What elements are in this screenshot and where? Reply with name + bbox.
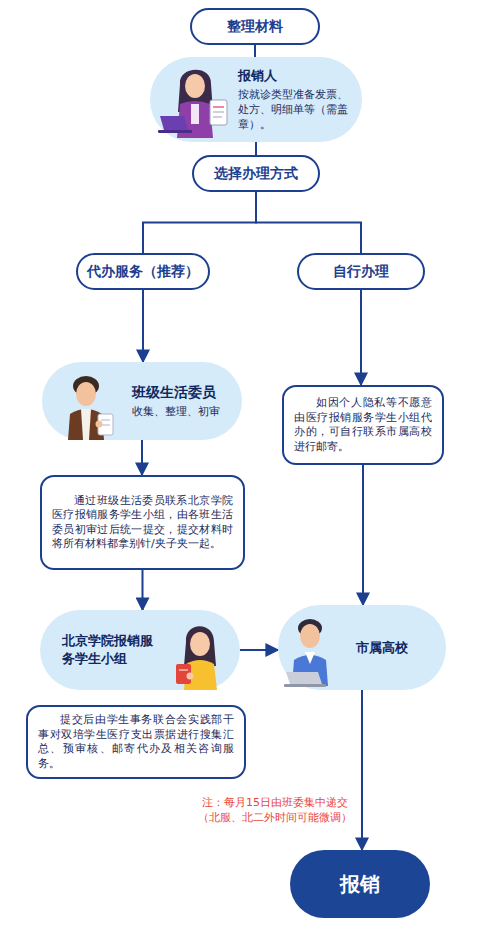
node-text: 代办服务（推荐） (87, 263, 199, 281)
node-text: 自行办理 (333, 263, 389, 281)
flow-connector (142, 290, 144, 362)
node-body: 收集、整理、初审 (132, 404, 232, 419)
node-body: 按就诊类型准备发票、处方、明细单等（需盖章）。 (238, 87, 350, 132)
node-heading: 班级生活委员 (132, 383, 232, 401)
flow-connector (142, 570, 144, 610)
note-box: 通过班级生活委员联系北京学院医疗报销服务学生小组，由各班生活委员初审过后统一提交… (40, 475, 245, 570)
flow-connector (143, 192, 256, 253)
role-box: 北京学院报销服务学生小组 (40, 610, 240, 690)
note-label: （北服、北二外时间可能微调） (180, 810, 370, 825)
role-box: 班级生活委员收集、整理、初审 (42, 362, 242, 440)
choice-pill: 选择办理方式 (192, 155, 320, 192)
flow-connector (240, 649, 278, 651)
option-pill: 自行办理 (297, 253, 425, 290)
end-pill: 报销 (290, 850, 430, 918)
note-label: 注：每月15日由班委集中递交 (180, 795, 370, 810)
node-text: 选择办理方式 (214, 165, 298, 183)
flow-connector (362, 465, 364, 605)
flow-connector (141, 440, 143, 475)
node-text: 报销 (340, 871, 380, 898)
node-text: 北京学院报销服务学生小组 (62, 632, 154, 668)
node-text: 提交后由学生事务联合会实践部干事对双培学生医疗支出票据进行搜集汇总、预审核、邮寄… (38, 713, 234, 771)
node-heading: 报销人 (238, 67, 350, 84)
flow-connector (256, 192, 361, 253)
note-box: 如因个人隐私等不愿意由医疗报销服务学生小组代办的，可自行联系市属高校进行邮寄。 (282, 385, 444, 465)
role-box: 报销人按就诊类型准备发票、处方、明细单等（需盖章）。 (150, 57, 362, 142)
option-pill: 代办服务（推荐） (76, 253, 210, 290)
node-text: 通过班级生活委员联系北京学院医疗报销服务学生小组，由各班生活委员初审过后统一提交… (52, 494, 233, 552)
note-box: 提交后由学生事务联合会实践部干事对双培学生医疗支出票据进行搜集汇总、预审核、邮寄… (26, 705, 246, 779)
role-box: 市属高校 (278, 605, 446, 690)
start-pill: 整理材料 (190, 8, 320, 45)
flow-connector (254, 45, 256, 57)
node-text: 整理材料 (227, 18, 283, 36)
flow-connector (255, 142, 257, 155)
node-text: 市属高校 (356, 639, 436, 657)
node-text: 如因个人隐私等不愿意由医疗报销服务学生小组代办的，可自行联系市属高校进行邮寄。 (294, 396, 432, 454)
flow-connector (361, 690, 363, 850)
flow-connector (360, 290, 362, 385)
